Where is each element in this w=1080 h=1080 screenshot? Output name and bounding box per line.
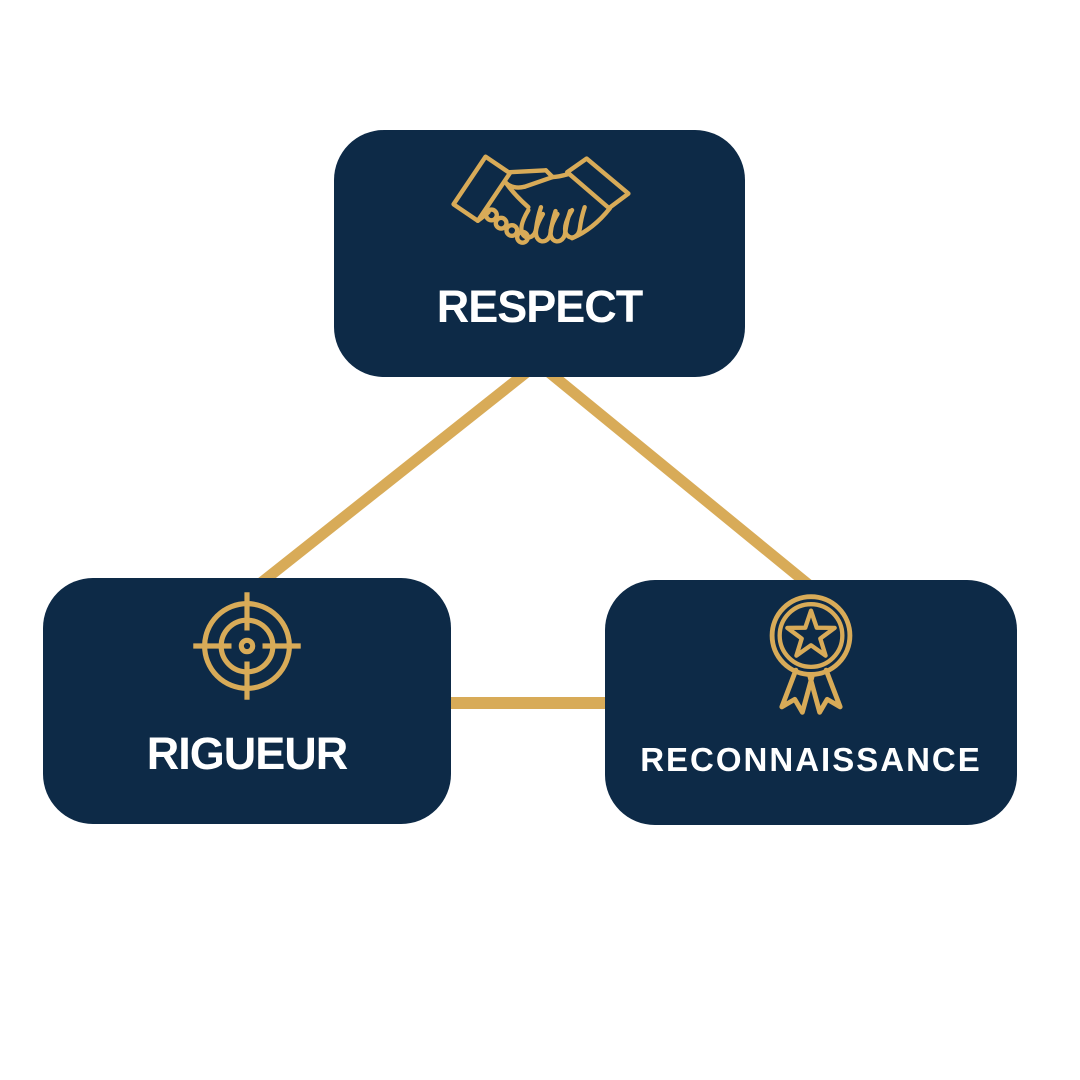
node-reconnaissance: RECONNAISSANCE bbox=[605, 580, 1017, 825]
connector-respect-reconnaissance bbox=[530, 355, 824, 599]
node-label-reconnaissance: RECONNAISSANCE bbox=[640, 741, 982, 778]
node-label-respect: RESPECT bbox=[436, 281, 644, 332]
node-respect: RESPECT bbox=[334, 130, 745, 377]
award-ribbon-icon bbox=[746, 588, 876, 722]
connector-respect-rigueur bbox=[248, 355, 546, 595]
target-icon bbox=[185, 584, 309, 708]
handshake-icon bbox=[438, 140, 642, 252]
node-rigueur: RIGUEUR bbox=[43, 578, 451, 824]
node-label-rigueur: RIGUEUR bbox=[146, 728, 349, 779]
